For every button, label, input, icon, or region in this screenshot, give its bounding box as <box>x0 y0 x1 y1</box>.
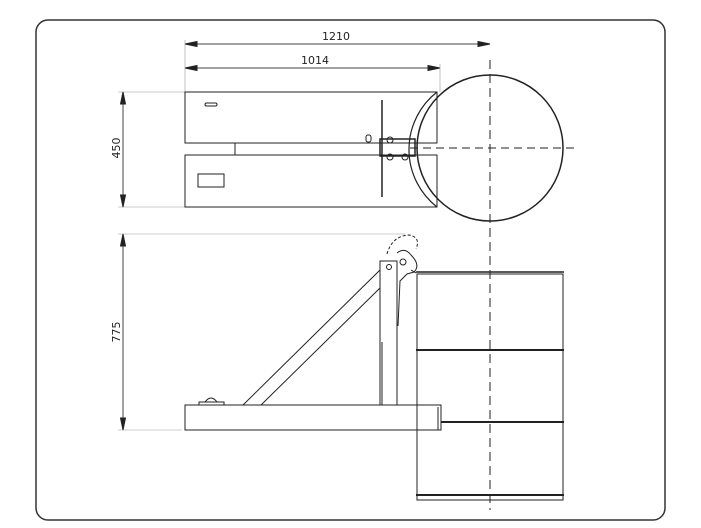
dimension-1210: 1210 <box>322 30 350 43</box>
base-beam <box>184 404 442 431</box>
dimension-775: 775 <box>110 322 123 343</box>
clamp-jaw-open <box>386 234 418 255</box>
upper-fork-arm <box>184 91 438 144</box>
drawing-frame <box>35 19 666 521</box>
slot <box>204 102 218 107</box>
dimension-1014: 1014 <box>301 54 329 67</box>
mast <box>379 260 398 406</box>
clamp-jaw <box>396 249 418 327</box>
top-view <box>118 40 575 222</box>
lifting-eye <box>198 397 225 405</box>
lower-fork-arm <box>184 154 438 208</box>
diagonal-brace <box>242 269 381 406</box>
dimension-450: 450 <box>110 138 123 159</box>
side-view <box>118 60 564 510</box>
label-plate <box>197 173 225 188</box>
